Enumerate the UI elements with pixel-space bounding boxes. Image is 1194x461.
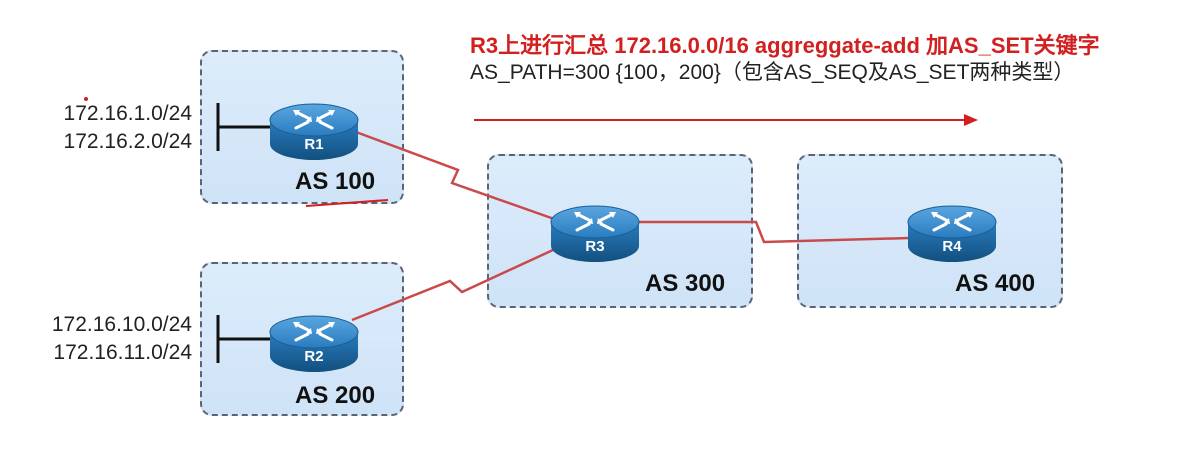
router-icon [269, 103, 359, 160]
as-path-note: AS_PATH=300 {100，200}（包含AS_SEQ及AS_SET两种类… [470, 61, 1075, 84]
r1-prefixes: 172.16.1.0/24 172.16.2.0/24 [20, 100, 192, 156]
r2-prefixes: 172.16.10.0/24 172.16.11.0/24 [12, 311, 192, 367]
router-r3-label: R3 [585, 238, 605, 255]
as-400-label: AS 400 [955, 270, 1036, 297]
router-r2-label: R2 [304, 348, 324, 365]
router-r3[interactable]: R3 [547, 196, 643, 268]
summary-title: R3上进行汇总 172.16.0.0/16 aggreggate-add 加AS… [470, 33, 1100, 58]
router-r4[interactable]: R4 [904, 196, 1000, 268]
router-icon [269, 315, 359, 372]
as-200-label: AS 200 [295, 382, 376, 409]
router-r1-label: R1 [304, 136, 324, 153]
advertise-arrow-head [964, 114, 978, 126]
router-r1[interactable]: R1 [266, 94, 362, 166]
as-100-label: AS 100 [295, 168, 376, 195]
router-r2[interactable]: R2 [266, 306, 362, 378]
prefix-172-16-2: 172.16.2.0/24 [63, 130, 192, 153]
as-300-label: AS 300 [645, 270, 726, 297]
router-icon [907, 205, 997, 262]
prefix-172-16-10: 172.16.10.0/24 [51, 313, 192, 336]
link-r2-r3 [351, 248, 554, 322]
prefix-172-16-1: 172.16.1.0/24 [63, 102, 192, 125]
link-r3-r4 [634, 220, 911, 244]
router-r4-label: R4 [942, 238, 962, 255]
link-r1-r3 [355, 130, 558, 222]
annotation-dot [84, 97, 88, 101]
router-icon [550, 205, 640, 262]
prefix-172-16-11: 172.16.11.0/24 [53, 341, 192, 364]
annotation-stroke [305, 199, 389, 207]
